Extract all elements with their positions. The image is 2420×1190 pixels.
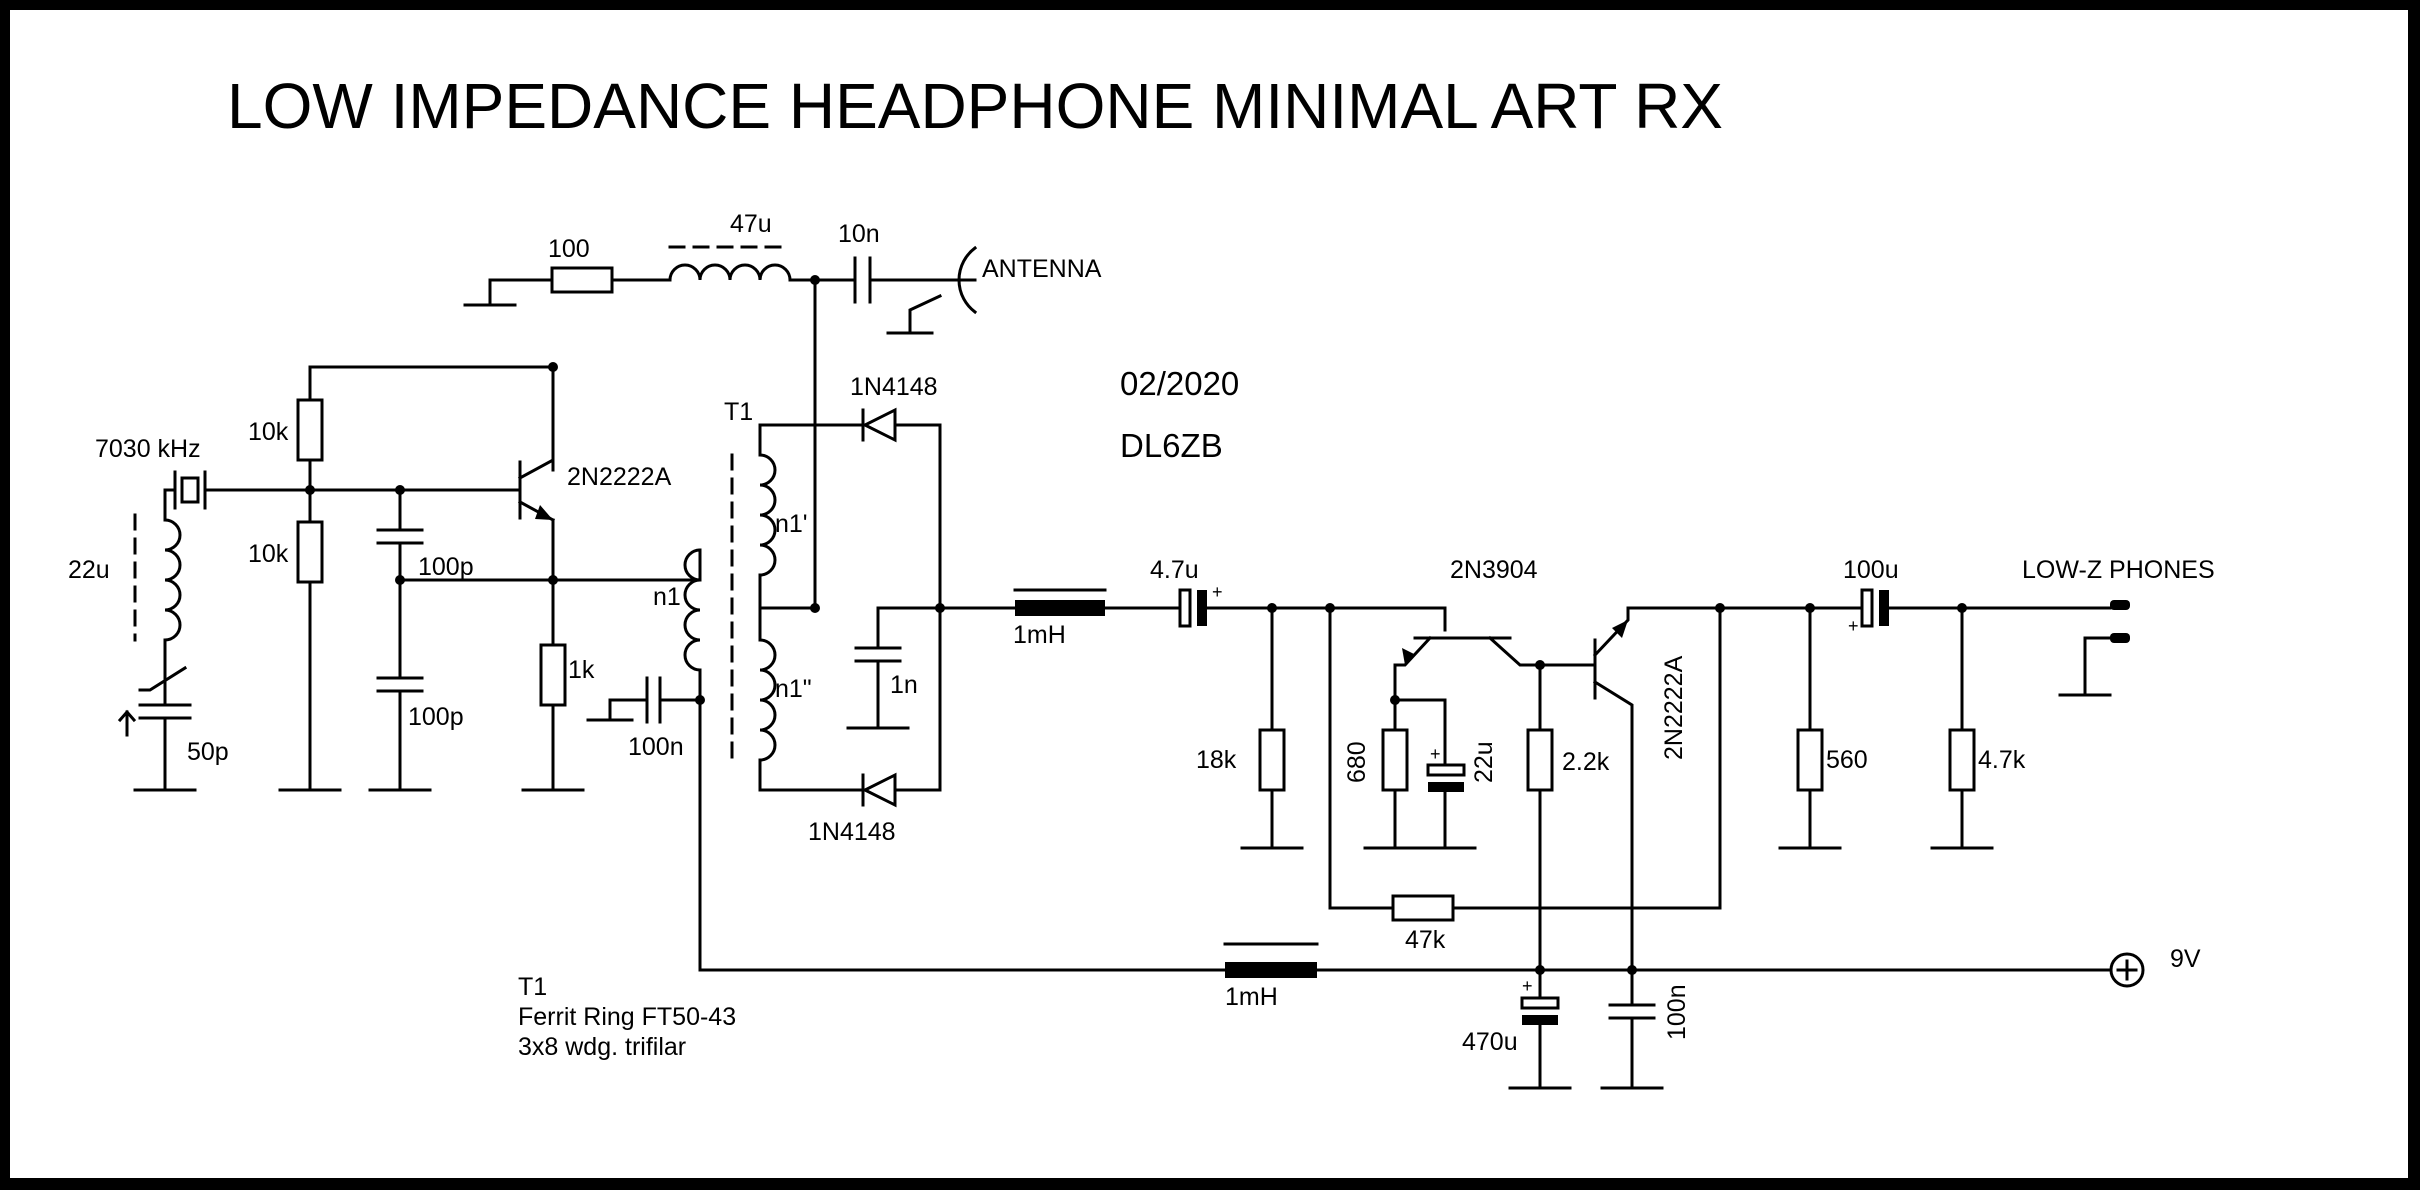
svg-text:+: + [1848, 616, 1859, 636]
note-line-1: T1 [518, 973, 547, 1001]
c100n-out-label: 100n [1663, 984, 1691, 1040]
l1mh-a-label: 1mH [1013, 621, 1066, 649]
r1k-label: 1k [568, 656, 595, 684]
r100-label: 100 [548, 235, 590, 263]
n1-label: n1 [653, 583, 681, 611]
author: DL6ZB [1120, 427, 1223, 464]
r680-label: 680 [1343, 741, 1371, 783]
r18k-label: 18k [1196, 746, 1237, 774]
svg-text:+: + [1522, 976, 1533, 996]
l1mh-b-label: 1mH [1225, 983, 1278, 1011]
c50p-label: 50p [187, 738, 229, 766]
c100p-b-label: 100p [408, 703, 464, 731]
q1-label: 2N2222A [567, 463, 672, 491]
l22u-label: 22u [68, 556, 110, 584]
r10k-top-label: 10k [248, 418, 289, 446]
audio-amplifier: + + [938, 582, 2130, 972]
antenna-input [463, 245, 978, 335]
svg-text:+: + [1430, 744, 1441, 764]
c4u7-label: 4.7u [1150, 556, 1199, 584]
c470u-label: 470u [1462, 1028, 1518, 1056]
note-line-3: 3x8 wdg. trifilar [518, 1033, 686, 1061]
c100n-in-label: 100n [628, 733, 684, 761]
note-line-2: Ferrit Ring FT50-43 [518, 1003, 736, 1031]
r560-label: 560 [1826, 746, 1868, 774]
n1b-label: n1" [775, 675, 812, 703]
r47k-label: 47k [1405, 926, 1446, 954]
n1a-label: n1' [775, 510, 808, 538]
t1-label: T1 [724, 398, 753, 426]
r4k7-label: 4.7k [1978, 746, 2026, 774]
d1-label: 1N4148 [850, 373, 938, 401]
c1n-label: 1n [890, 671, 918, 699]
crystal-label: 7030 kHz [95, 435, 201, 463]
r2k2-label: 2.2k [1562, 748, 1610, 776]
supply-label: 9V [2170, 945, 2201, 973]
title: LOW IMPEDANCE HEADPHONE MINIMAL ART RX [227, 70, 1723, 142]
transformer-mixer [551, 275, 1227, 972]
c100u-label: 100u [1843, 556, 1899, 584]
l47u-label: 47u [730, 210, 772, 238]
svg-text:+: + [1212, 582, 1223, 602]
c10n-label: 10n [838, 220, 880, 248]
q3-label: 2N2222A [1660, 655, 1688, 760]
oscillator [117, 362, 585, 792]
c100p-a-label: 100p [418, 553, 474, 581]
c22u-label: 22u [1470, 741, 1498, 783]
r10k-bot-label: 10k [248, 540, 289, 568]
q2-label: 2N3904 [1450, 556, 1538, 584]
phones-label: LOW-Z PHONES [2022, 556, 2215, 584]
date: 02/2020 [1120, 365, 1239, 402]
d2-label: 1N4148 [808, 818, 896, 846]
antenna-label: ANTENNA [982, 255, 1102, 283]
supply-rail: + [1223, 942, 2145, 1090]
